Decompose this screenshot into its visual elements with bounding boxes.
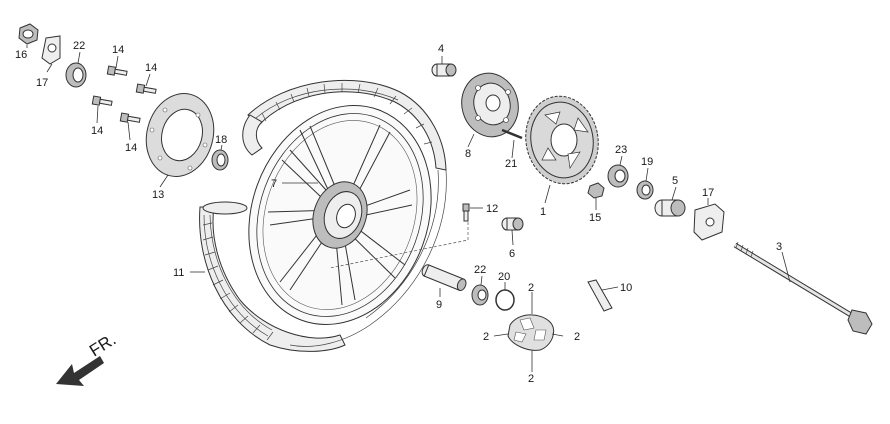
balance-weight-drawing (587, 279, 613, 312)
callout-sprocket-hub-collar: 4 (438, 43, 444, 55)
callout-damper-rubber-right: 2 (574, 331, 580, 343)
callout-tire-valve: 12 (486, 203, 498, 215)
callout-wheel-spacer: 9 (436, 299, 442, 311)
callout-labels: 1 2 2 2 2 3 4 5 6 7 8 9 10 11 12 13 14 1… (15, 40, 782, 385)
damper-rubbers-drawing (507, 314, 555, 351)
bearing-lower-drawing (471, 284, 489, 306)
front-direction-label: FR. (86, 330, 119, 361)
callout-oil-seal-right: 19 (641, 156, 653, 168)
callout-bearing-lower: 22 (474, 264, 486, 276)
callout-disc-bolt-1: 14 (112, 44, 124, 56)
rear-tire-drawing (199, 79, 447, 352)
callout-rear-tire: 11 (173, 267, 184, 279)
disc-bolts-drawing (91, 65, 157, 123)
callout-chain-adjuster-left: 17 (36, 77, 48, 89)
leader-lines (26, 45, 791, 372)
oil-seal-right-drawing (636, 180, 654, 200)
sprocket-drawing (525, 95, 599, 185)
hub-bearing-drawing (607, 164, 629, 188)
callout-brake-disc: 13 (152, 189, 164, 201)
sprocket-hub-drawing (461, 72, 519, 138)
callout-sprocket-stud-bolt: 21 (505, 158, 517, 170)
wheel-spacer-drawing (421, 264, 467, 292)
callout-sprocket: 1 (540, 206, 546, 218)
callout-right-side-collar: 5 (672, 175, 678, 187)
callout-damper-rubber-top: 2 (528, 282, 534, 294)
left-side-collar-drawing (501, 217, 524, 231)
callout-damper-rubber-left: 2 (483, 331, 489, 343)
callout-oil-seal-left: 18 (215, 134, 227, 146)
callout-damper-rubber-bottom: 2 (528, 373, 534, 385)
callout-disc-bolt-4: 14 (125, 142, 137, 154)
callout-circlip: 20 (498, 271, 510, 283)
callout-left-side-collar: 6 (509, 248, 515, 260)
circlip-drawing (495, 289, 515, 311)
callout-hub-bearing: 23 (615, 144, 627, 156)
callout-disc-bolt-3: 14 (91, 125, 103, 137)
callout-rear-wheel: 7 (271, 178, 277, 190)
rear-wheel-drawing (248, 105, 469, 325)
callout-axle-nut: 16 (15, 49, 27, 61)
sprocket-hub-collar-drawing (431, 63, 457, 77)
callout-sprocket-hub: 8 (465, 148, 471, 160)
front-direction-arrow: FR. (56, 330, 119, 386)
brake-disc-drawing (145, 93, 215, 177)
callout-chain-adjuster-right: 17 (702, 187, 714, 199)
oil-seal-left-drawing (211, 149, 229, 171)
axle-nut-drawing (18, 23, 39, 45)
callout-bearing-upper: 22 (73, 40, 85, 52)
rear-axle-drawing (733, 241, 873, 335)
chain-adjuster-left-drawing (41, 35, 61, 65)
callout-sprocket-nut: 15 (589, 212, 601, 224)
sprocket-nut-drawing (587, 182, 605, 199)
right-side-collar-drawing (654, 199, 686, 217)
bearing-upper-drawing (65, 62, 87, 88)
tire-valve-drawing (462, 203, 470, 222)
callout-balance-weight: 10 (620, 282, 632, 294)
chain-adjuster-right-drawing (693, 203, 725, 241)
callout-disc-bolt-2: 14 (145, 62, 157, 74)
callout-rear-axle: 3 (776, 241, 782, 253)
sprocket-stud-bolt-drawing (501, 128, 523, 140)
